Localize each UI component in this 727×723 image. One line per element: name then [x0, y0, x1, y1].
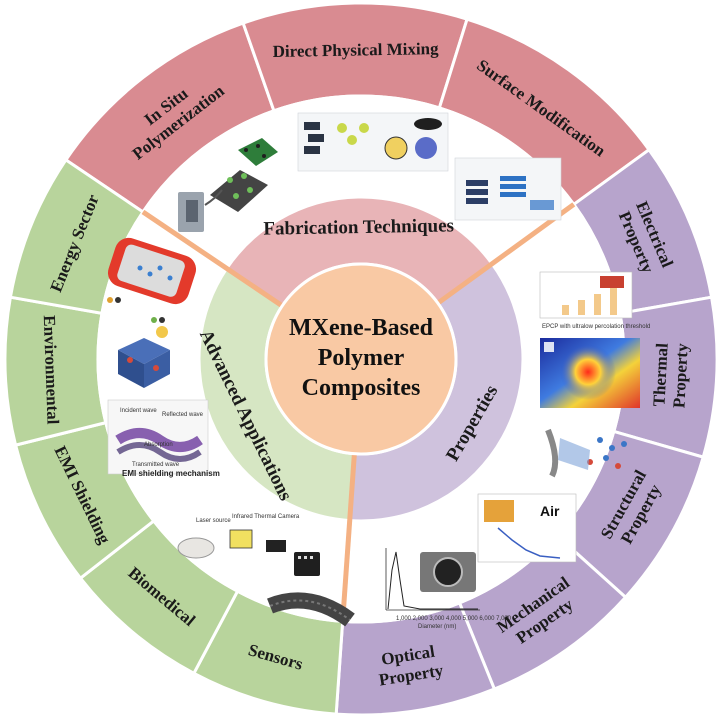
center-title-line: Composites — [302, 375, 421, 401]
diameter-label: Diameter (nm) — [418, 624, 456, 630]
label-thermal-line: Thermal — [649, 342, 671, 406]
emi-mechanism-caption: EMI shielding mechanism — [122, 469, 220, 478]
structural-figure — [545, 428, 627, 478]
air-label: Air — [540, 503, 560, 519]
middle-ring — [149, 147, 573, 571]
label-environmental-line: Environmental — [40, 315, 63, 425]
diameter-ticks: 1,000 2,000 3,000 4,000 5,000 6,000 7,00… — [396, 616, 512, 622]
mechanical-figure: Air — [477, 493, 577, 563]
optical-figure: 1,000 2,000 3,000 4,000 5,000 6,000 7,00… — [385, 548, 512, 630]
center-title-line: Polymer — [318, 345, 405, 371]
category-dividers — [141, 202, 576, 622]
incident-wave-label: Incident wave — [120, 408, 157, 414]
epcp-caption: EPCP with ultralow percolation threshold — [542, 324, 650, 330]
environmental-figure — [118, 326, 170, 388]
category-fabrication: Fabrication Techniques — [263, 215, 454, 239]
divider-line — [141, 209, 284, 308]
absorption-label: Absorption — [144, 442, 173, 448]
electrical-figure: EPCP with ultralow percolation threshold — [539, 271, 650, 330]
thermal-camera-label: Infrared Thermal Camera — [232, 514, 300, 520]
biomedical-figure: Laser source Infrared Thermal Camera — [177, 514, 300, 559]
label-thermal: ThermalProperty — [649, 341, 691, 408]
surface-mod-figure — [454, 157, 562, 221]
label-thermal-line: Property — [669, 342, 691, 408]
divider-line — [436, 202, 576, 306]
in-situ-figure — [178, 138, 278, 232]
sensors-figure — [267, 552, 355, 627]
thermal-figure — [540, 338, 640, 408]
label-direct-mixing-line: Direct Physical Mixing — [273, 39, 440, 61]
label-environmental: Environmental — [40, 315, 63, 425]
laser-source-label: Laser source — [196, 518, 231, 524]
center-circle — [264, 262, 458, 456]
direct-mixing-figure — [297, 112, 449, 172]
transmitted-wave-label: Transmitted wave — [132, 462, 180, 468]
reflected-wave-label: Reflected wave — [162, 412, 204, 418]
divider-line — [340, 453, 357, 622]
emi-figure: Incident wave Reflected wave Absorption … — [107, 399, 220, 478]
category-fabrication-line: Fabrication Techniques — [263, 215, 454, 239]
energy-figure — [107, 237, 197, 323]
center-title-line: MXene-Based — [289, 315, 434, 341]
label-direct-mixing: Direct Physical Mixing — [273, 39, 440, 61]
